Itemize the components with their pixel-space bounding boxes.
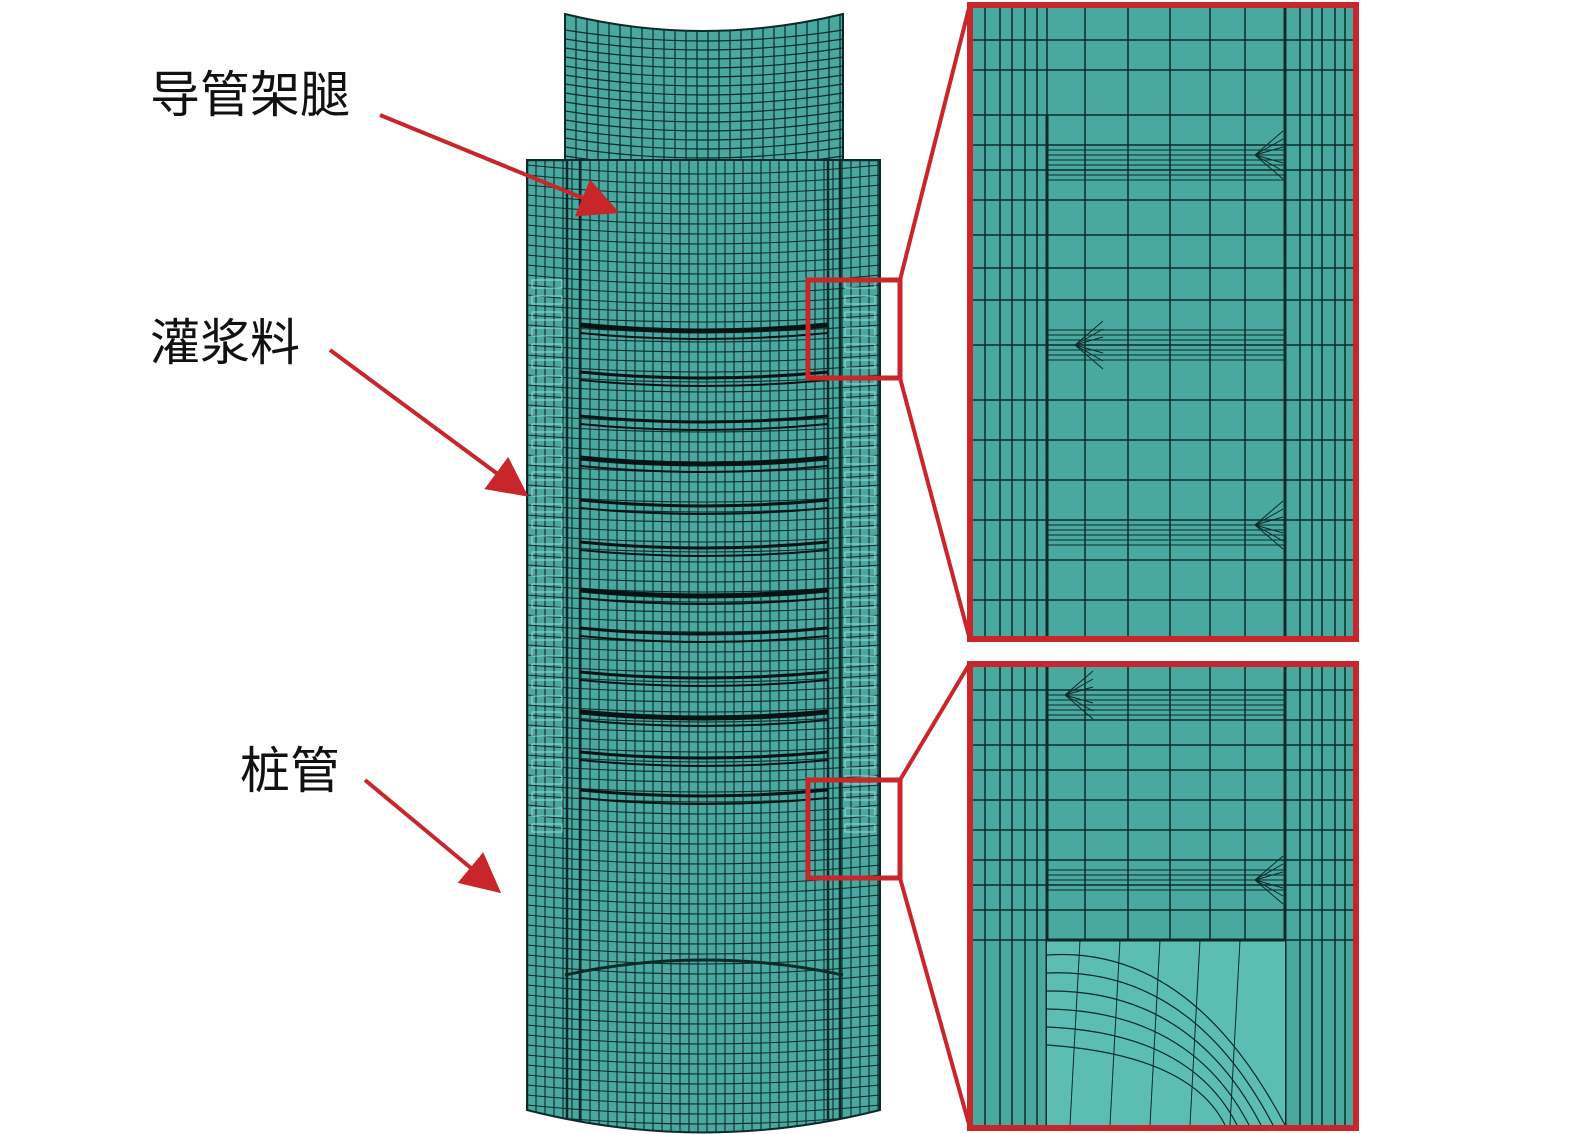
arrow-pile [363,778,502,894]
cylinder-mesh-model [526,3,972,1134]
zoom-connector-lines [898,3,972,1129]
detail-panel-lower [967,661,1359,1131]
detail-box-lower [805,777,903,881]
detail-panel-upper [967,2,1359,642]
pile-grout-body [526,159,881,1134]
callout-arrows [328,113,620,894]
pile-bottom-end [564,958,844,977]
label-pile-tube: 桩管 [240,742,340,800]
grout-shear-key-bands [531,279,876,833]
label-grout-material: 灌浆料 [150,314,300,372]
detail-box-upper [805,277,903,381]
arrow-guide-leg [379,113,620,217]
arrow-grout [328,348,529,497]
label-jacket-leg: 导管架腿 [150,66,350,124]
